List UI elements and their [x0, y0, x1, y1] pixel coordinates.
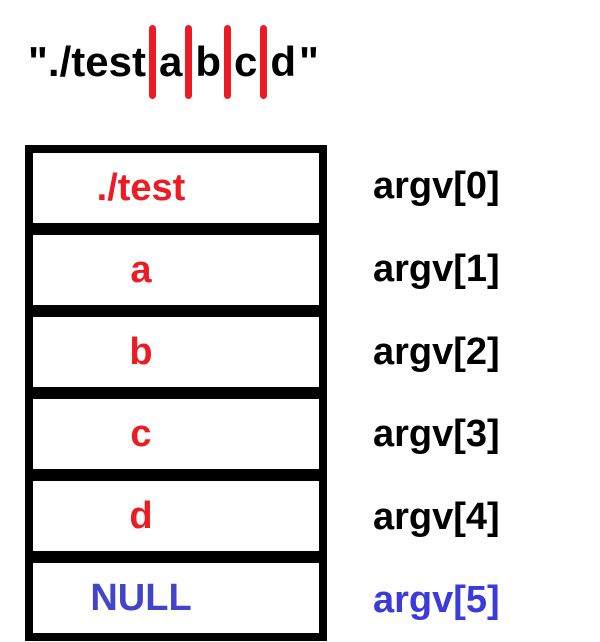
argv-label: argv[2]	[373, 330, 500, 373]
command-prefix: "./test	[28, 38, 146, 85]
argv-labels: argv[0] argv[1] argv[2] argv[3] argv[4] …	[373, 145, 500, 641]
token-separator-bar-icon	[260, 25, 268, 99]
token-b: b	[195, 38, 221, 85]
argv-cell: a	[25, 227, 327, 313]
token-d: d	[270, 38, 296, 85]
argv-stack: ./test a b c d NULL	[25, 145, 327, 641]
argv-cell-value: c	[130, 413, 152, 455]
argv-cell: b	[25, 309, 327, 395]
token-separator-bar-icon	[223, 25, 231, 99]
token-c: c	[233, 38, 258, 85]
argv-label-row: argv[1]	[373, 228, 500, 311]
argv-array-diagram: ./test a b c d NULL argv[0] argv[1]	[0, 145, 600, 641]
argv-label: argv[0]	[373, 165, 500, 208]
argv-label: argv[4]	[373, 496, 500, 539]
command-suffix: "	[298, 38, 319, 85]
argv-cell-value: d	[129, 495, 153, 537]
argv-label: argv[3]	[373, 413, 500, 456]
argv-label-row: argv[2]	[373, 310, 500, 393]
command-line-string: "./test a b c d "	[28, 24, 600, 100]
argv-label-row: argv[3]	[373, 393, 500, 476]
argv-diagram-page: "./test a b c d " ./test a b c d	[0, 24, 600, 641]
argv-cell: c	[25, 391, 327, 477]
argv-label-row: argv[4]	[373, 476, 500, 559]
argv-label: argv[5]	[373, 578, 500, 621]
argv-cell-value: b	[129, 331, 153, 373]
argv-cell: d	[25, 473, 327, 559]
token-a: a	[158, 38, 183, 85]
argv-label: argv[1]	[373, 248, 500, 290]
argv-cell-null: NULL	[25, 555, 327, 641]
argv-label-row-null: argv[5]	[373, 558, 500, 641]
token-separator-bar-icon	[185, 25, 193, 99]
argv-label-row: argv[0]	[373, 145, 500, 228]
argv-cell-value: ./test	[96, 167, 186, 209]
argv-cell-value: a	[130, 249, 152, 291]
token-separator-bar-icon	[148, 25, 156, 99]
argv-cell: ./test	[25, 145, 327, 231]
argv-cell-value: NULL	[90, 577, 192, 619]
